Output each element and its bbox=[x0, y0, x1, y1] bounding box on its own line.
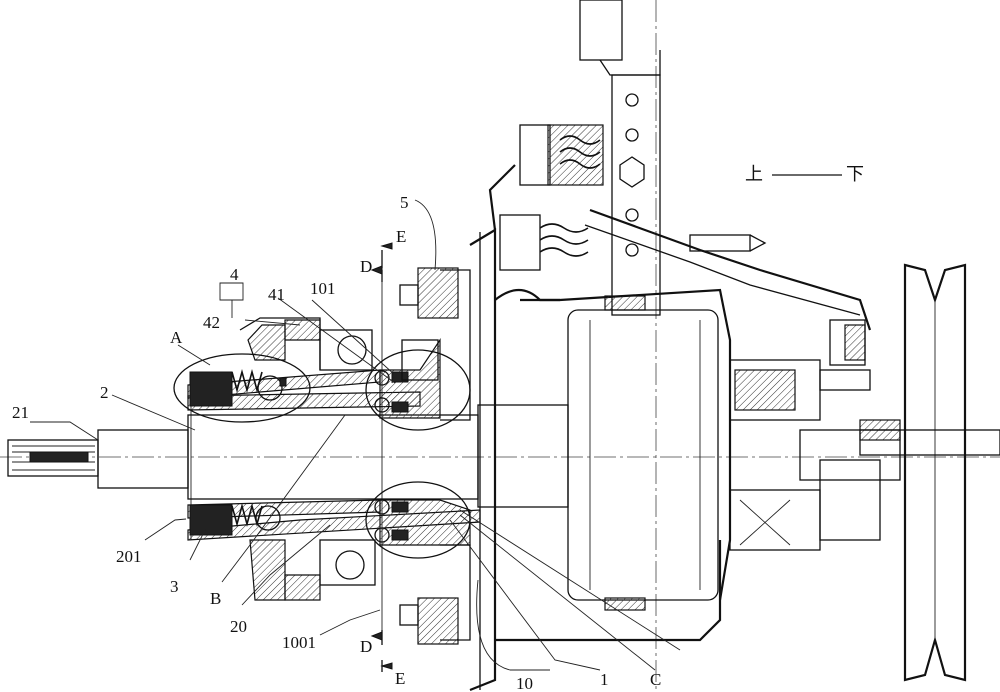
label-10: 10 bbox=[516, 674, 533, 692]
label-101: 101 bbox=[310, 279, 336, 298]
central-drum bbox=[520, 288, 732, 611]
label-201: 201 bbox=[116, 547, 142, 566]
label-4: 4 bbox=[230, 265, 239, 284]
leader-lines bbox=[30, 199, 681, 671]
main-shaft bbox=[187, 404, 569, 508]
lower-sleeve-assembly bbox=[187, 499, 481, 645]
label-20: 20 bbox=[230, 617, 247, 636]
label-B: B bbox=[210, 589, 221, 608]
housing-plate bbox=[469, 228, 722, 692]
section-marker-bottom bbox=[370, 630, 393, 672]
label-2: 2 bbox=[100, 383, 109, 402]
label-E-top: E bbox=[396, 227, 406, 246]
right-shaft-and-pulley bbox=[729, 263, 1000, 682]
label-1001: 1001 bbox=[282, 633, 316, 652]
spline-shaft-end bbox=[7, 429, 189, 489]
label-D-top: D bbox=[360, 257, 372, 276]
label-21: 21 bbox=[12, 403, 29, 422]
direction-up-label: 上 bbox=[745, 164, 763, 185]
direction-down-label: 下 bbox=[846, 164, 864, 185]
label-C: C bbox=[650, 670, 661, 689]
label-41: 41 bbox=[268, 285, 285, 304]
upper-sleeve-assembly bbox=[187, 267, 471, 421]
label-5: 5 bbox=[400, 193, 409, 212]
direction-indicator: 上 下 bbox=[745, 164, 864, 185]
label-A: A bbox=[170, 328, 183, 347]
region-lower-right-ellipse bbox=[365, 481, 471, 559]
upper-lever-mechanism bbox=[488, 0, 872, 391]
label-E-bottom: E bbox=[395, 669, 405, 688]
region-upper-right-ellipse bbox=[365, 349, 471, 431]
region-A-ellipse bbox=[173, 353, 311, 423]
label-3: 3 bbox=[170, 577, 179, 596]
section-marker-top bbox=[370, 242, 393, 282]
label-1: 1 bbox=[600, 670, 609, 689]
label-D-bottom: D bbox=[360, 637, 372, 656]
label-42: 42 bbox=[203, 313, 220, 332]
